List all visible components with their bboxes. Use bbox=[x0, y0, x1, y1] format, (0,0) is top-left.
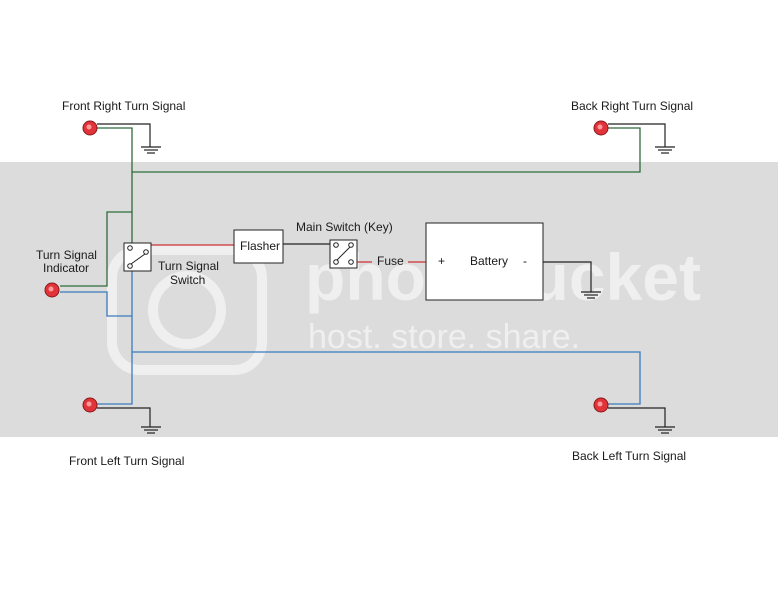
switch-label-line2: Switch bbox=[170, 273, 205, 287]
front-left-label: Front Left Turn Signal bbox=[69, 454, 184, 468]
fuse-label: Fuse bbox=[377, 254, 404, 268]
front-left-lamp bbox=[82, 397, 98, 413]
watermark-logo-lens bbox=[148, 271, 226, 349]
back-left-lamp bbox=[593, 397, 609, 413]
battery-minus-label: - bbox=[523, 254, 527, 268]
indicator-label-line2: Indicator bbox=[43, 261, 89, 275]
blue-wires bbox=[60, 268, 641, 405]
front-right-label: Front Right Turn Signal bbox=[62, 99, 185, 113]
back-right-label: Back Right Turn Signal bbox=[571, 99, 693, 113]
back-left-label: Back Left Turn Signal bbox=[572, 449, 686, 463]
switch-label-line1: Turn Signal bbox=[158, 259, 219, 273]
battery-box bbox=[425, 222, 544, 301]
flasher-label: Flasher bbox=[240, 239, 280, 253]
turn-signal-switch bbox=[123, 242, 152, 272]
battery-label: Battery bbox=[470, 254, 508, 268]
turn-signal-indicator-lamp bbox=[44, 282, 60, 298]
indicator-label-line1: Turn Signal bbox=[36, 248, 97, 262]
battery-plus-label: + bbox=[438, 254, 445, 268]
back-right-lamp bbox=[593, 120, 609, 136]
watermark-band bbox=[0, 162, 778, 437]
flasher-box bbox=[233, 229, 284, 264]
watermark: photobucket host. store. share. bbox=[107, 240, 701, 375]
watermark-logo-frame bbox=[107, 245, 267, 375]
black-wires bbox=[97, 123, 675, 434]
watermark-tagline: host. store. share. bbox=[308, 318, 580, 356]
main-switch-label: Main Switch (Key) bbox=[296, 220, 393, 234]
green-wires bbox=[60, 127, 641, 287]
main-switch bbox=[329, 239, 358, 269]
front-right-lamp bbox=[82, 120, 98, 136]
